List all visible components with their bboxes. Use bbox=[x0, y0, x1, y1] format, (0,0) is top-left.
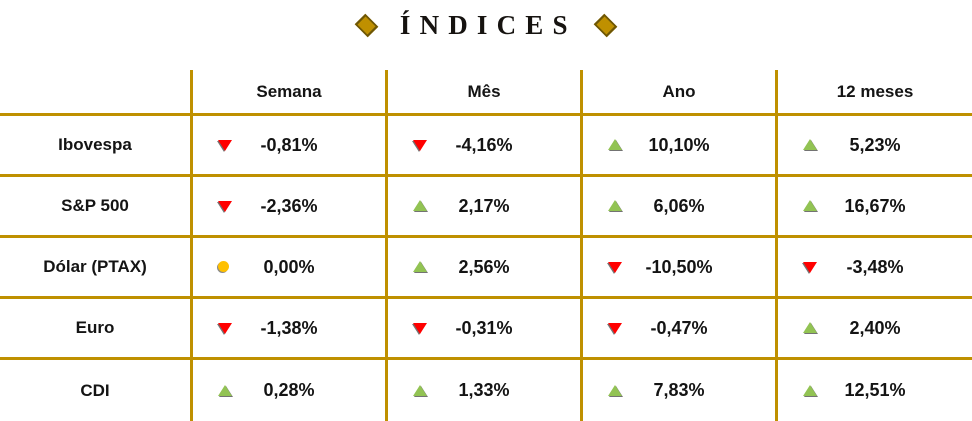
triangle-down-icon bbox=[608, 262, 622, 273]
cell-value: 2,40% bbox=[849, 317, 901, 338]
cell-value: 16,67% bbox=[844, 195, 906, 216]
table-cell: 2,17% bbox=[385, 177, 580, 238]
cell-value: -0,81% bbox=[260, 134, 318, 155]
diamond-icon bbox=[355, 13, 379, 38]
cell-value: -0,47% bbox=[650, 317, 708, 338]
page-title: ÍNDICES bbox=[399, 10, 577, 40]
triangle-down-icon bbox=[218, 140, 232, 151]
table-cell: -1,38% bbox=[190, 299, 385, 360]
triangle-down-icon bbox=[608, 323, 622, 334]
row-label: CDI bbox=[80, 380, 110, 400]
triangle-up-icon bbox=[218, 384, 232, 396]
cell-value: 7,83% bbox=[653, 380, 705, 400]
column-header-mes: Mês bbox=[385, 70, 580, 116]
cell-value: -2,36% bbox=[260, 195, 318, 216]
cell-value: 12,51% bbox=[844, 380, 906, 400]
row-label: S&P 500 bbox=[0, 177, 190, 238]
row-label: Dólar (PTAX) bbox=[0, 238, 190, 299]
column-header-ano: Ano bbox=[580, 70, 775, 116]
cell-value: 6,06% bbox=[653, 195, 705, 216]
table-cell: -0,47% bbox=[580, 299, 775, 360]
triangle-up-icon bbox=[608, 200, 622, 211]
table-cell: 6,06% bbox=[580, 177, 775, 238]
table-cell: 2,56% bbox=[385, 238, 580, 299]
table-cell: 0,00% bbox=[190, 238, 385, 299]
figure-title-bar: ÍNDICES bbox=[0, 10, 972, 41]
table-cell: 7,83% bbox=[580, 360, 775, 421]
row-label: Euro bbox=[0, 299, 190, 360]
table-cell: 1,33% bbox=[385, 360, 580, 421]
triangle-up-icon bbox=[608, 384, 622, 396]
table-cell: -4,16% bbox=[385, 116, 580, 177]
corner-cell bbox=[0, 70, 190, 116]
column-header-12-meses: 12 meses bbox=[775, 70, 972, 116]
cell-value: 0,00% bbox=[263, 256, 315, 277]
triangle-down-icon bbox=[218, 201, 232, 212]
triangle-up-icon bbox=[413, 261, 427, 272]
triangle-up-icon bbox=[413, 384, 427, 396]
triangle-up-icon bbox=[608, 139, 622, 150]
table-cell: -0,81% bbox=[190, 116, 385, 177]
table-cell: 16,67% bbox=[775, 177, 972, 238]
cell-value: -1,38% bbox=[260, 317, 318, 338]
triangle-down-icon bbox=[413, 140, 427, 151]
triangle-down-icon bbox=[803, 262, 817, 273]
cell-value: 2,17% bbox=[458, 195, 510, 216]
table-cell: -0,31% bbox=[385, 299, 580, 360]
diamond-icon bbox=[593, 13, 617, 38]
cell-value: -0,31% bbox=[455, 317, 513, 338]
triangle-up-icon bbox=[803, 139, 817, 150]
cell-value: -4,16% bbox=[455, 134, 513, 155]
table-cell: 12,51% bbox=[775, 360, 972, 421]
cell-value: -10,50% bbox=[645, 256, 713, 277]
triangle-up-icon bbox=[803, 200, 817, 211]
table-cell: -3,48% bbox=[775, 238, 972, 299]
circle-flat-icon bbox=[218, 261, 229, 272]
triangle-down-icon bbox=[218, 323, 232, 334]
cell-value: 0,28% bbox=[263, 380, 315, 400]
table-cell: 5,23% bbox=[775, 116, 972, 177]
triangle-down-icon bbox=[413, 323, 427, 334]
indices-table: Semana Mês Ano 12 meses Ibovespa -0,81% … bbox=[0, 70, 972, 421]
cell-value: 2,56% bbox=[458, 256, 510, 277]
column-header-semana: Semana bbox=[190, 70, 385, 116]
table-cell: -10,50% bbox=[580, 238, 775, 299]
table-cell: -2,36% bbox=[190, 177, 385, 238]
triangle-up-icon bbox=[413, 200, 427, 211]
triangle-up-icon bbox=[803, 322, 817, 333]
table-cell: 10,10% bbox=[580, 116, 775, 177]
triangle-up-icon bbox=[803, 384, 817, 396]
row-label: Ibovespa bbox=[0, 116, 190, 177]
cell-value: 1,33% bbox=[458, 380, 510, 400]
cell-value: 5,23% bbox=[849, 134, 901, 155]
table-cell: 0,28% bbox=[190, 360, 385, 421]
cell-value: -3,48% bbox=[846, 256, 904, 277]
cell-value: 10,10% bbox=[648, 134, 710, 155]
table-cell: 2,40% bbox=[775, 299, 972, 360]
